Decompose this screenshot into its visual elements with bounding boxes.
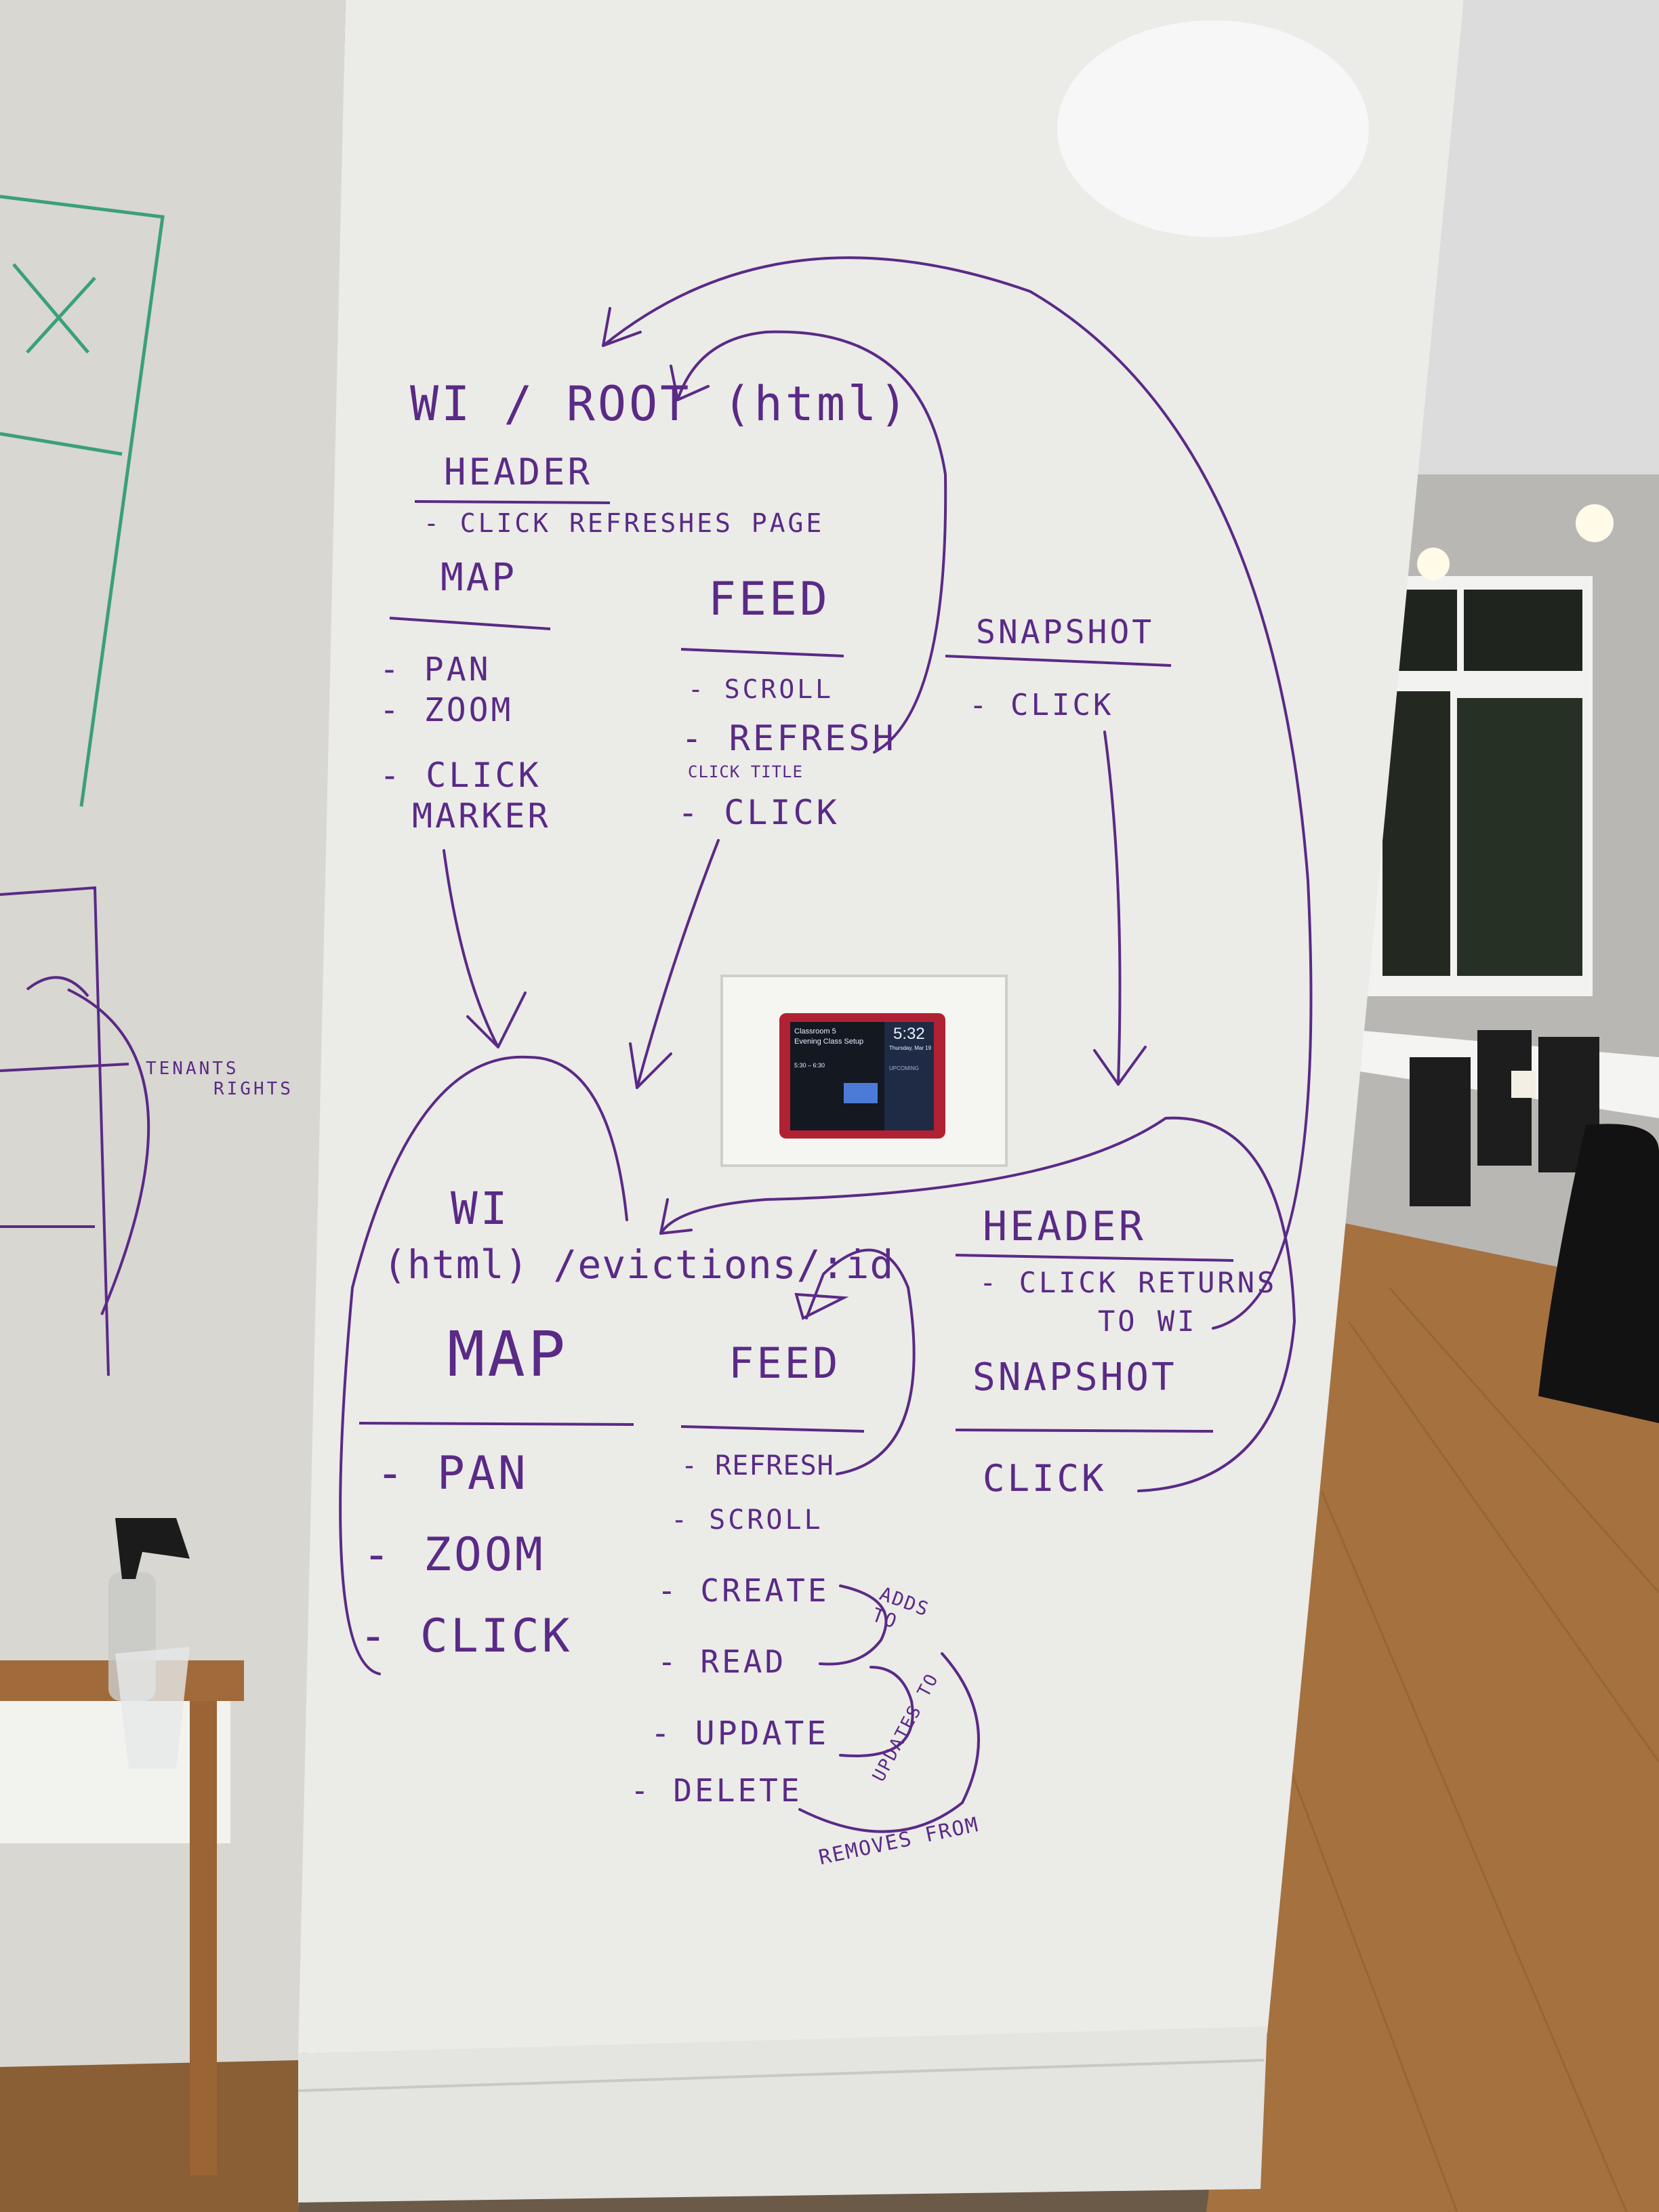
panel-slot: 5:30 – 6:30 <box>794 1062 825 1069</box>
ceiling-light <box>1417 548 1450 580</box>
note-line-2: RIGHTS <box>213 1079 293 1099</box>
arrow-removes-from <box>798 1652 980 1833</box>
evictions-feed-item: - DELETE <box>630 1772 802 1809</box>
plastic-cup <box>115 1647 190 1769</box>
root-header-label: HEADER <box>444 451 593 493</box>
panel-time: 5:32 <box>893 1025 925 1043</box>
evictions-header-item-2: TO WI <box>1098 1305 1197 1338</box>
evictions-map-item: - PAN <box>376 1447 529 1500</box>
window-pane <box>1464 590 1582 671</box>
root-map-item: MARKER <box>412 796 551 836</box>
root-snapshot-label: SNAPSHOT <box>976 613 1155 651</box>
root-feed-item: - SCROLL <box>688 674 834 704</box>
arrowhead <box>602 307 642 347</box>
arrow-map-loop <box>339 1055 628 1675</box>
arrow-feed-refresh-loop <box>805 1248 916 1475</box>
arrow-snapshot-loop <box>659 1116 1296 1492</box>
arrowhead <box>629 1042 672 1089</box>
root-map-item: - PAN <box>380 651 491 689</box>
left-wall <box>0 0 346 2212</box>
tenants-rights-note: TENANTS RIGHTS <box>146 1059 293 1099</box>
arrowhead <box>794 1292 849 1320</box>
left-floor <box>0 2060 298 2212</box>
spray-nozzle <box>115 1518 190 1579</box>
root-feed-item: - CLICK <box>678 793 840 832</box>
root-map-item: - ZOOM <box>380 691 514 729</box>
evictions-snapshot-label: SNAPSHOT <box>972 1355 1177 1399</box>
green-sketch <box>0 194 165 807</box>
evictions-map-item: - CLICK <box>359 1610 573 1663</box>
root-snapshot-item: - CLICK <box>969 688 1114 722</box>
arrowhead <box>670 365 710 401</box>
floor-grain <box>1286 1287 1659 2212</box>
root-feed-item: - REFRESH <box>681 718 897 759</box>
evictions-feed-item: - CREATE <box>657 1572 830 1609</box>
root-feed-item: CLICK TITLE <box>688 762 803 781</box>
arrows <box>339 256 1313 1833</box>
evictions-feed-item: - READ <box>657 1643 787 1680</box>
root-title: WI / ROOT (html) <box>410 376 911 432</box>
side-sketch <box>0 886 150 1376</box>
evictions-title-line-1: WI <box>451 1183 510 1235</box>
arrow-refresh-to-root <box>676 330 947 754</box>
arrowhead <box>1093 1046 1147 1086</box>
baseboard <box>298 2026 1267 2203</box>
arrowhead <box>466 991 527 1048</box>
panel-event: Evening Class Setup <box>794 1038 864 1046</box>
evictions-header-item-1: - CLICK RETURNS <box>979 1266 1277 1299</box>
evictions-feed-item: - REFRESH <box>681 1450 834 1481</box>
evictions-snapshot-item: CLICK <box>983 1457 1107 1500</box>
panel-date: Thursday, Mar 19 <box>889 1045 932 1051</box>
cup <box>1511 1071 1536 1098</box>
chair <box>1410 1057 1471 1206</box>
evictions-title-line-2: (html) /evictions/:id <box>383 1242 895 1288</box>
window-pane <box>1382 691 1450 976</box>
root-map-label: MAP <box>441 556 518 600</box>
root-header-item: - CLICK REFRESHES PAGE <box>424 508 825 538</box>
window-pane <box>1457 698 1582 976</box>
root-map-item: - CLICK <box>380 756 541 795</box>
arrow-feed-click <box>636 839 720 1089</box>
arrow-adds-to <box>819 1584 888 1666</box>
arrowhead <box>659 1198 693 1235</box>
evictions-map-label: MAP <box>447 1318 569 1391</box>
evictions-feed-item: - UPDATE <box>651 1715 830 1753</box>
coat <box>1538 1124 1659 1423</box>
baseboard-line <box>298 2059 1265 2092</box>
light-glare <box>1057 20 1369 237</box>
panel-sidebar <box>884 1022 934 1130</box>
arrow-map-click <box>443 849 499 1048</box>
arrow-header-to-root <box>602 256 1313 1330</box>
evictions-feed-label: FEED <box>729 1338 841 1388</box>
note-line-1: TENANTS <box>146 1059 239 1079</box>
panel-status: UPCOMING <box>889 1065 919 1071</box>
arrow-snapshot-click <box>1103 731 1122 1086</box>
evictions-map-item: - ZOOM <box>363 1528 546 1582</box>
ceiling-light <box>1576 504 1614 542</box>
arrow-updates-to <box>839 1666 914 1757</box>
evictions-feed-item: - SCROLL <box>671 1504 823 1536</box>
underlines <box>359 500 1234 1433</box>
root-feed-label: FEED <box>708 573 830 626</box>
panel-grid-icon <box>844 1083 878 1103</box>
ceiling <box>1416 0 1659 474</box>
stool-leg <box>190 1701 217 2175</box>
panel-room: Classroom 5 <box>794 1027 836 1036</box>
evictions-header-label: HEADER <box>983 1203 1146 1250</box>
